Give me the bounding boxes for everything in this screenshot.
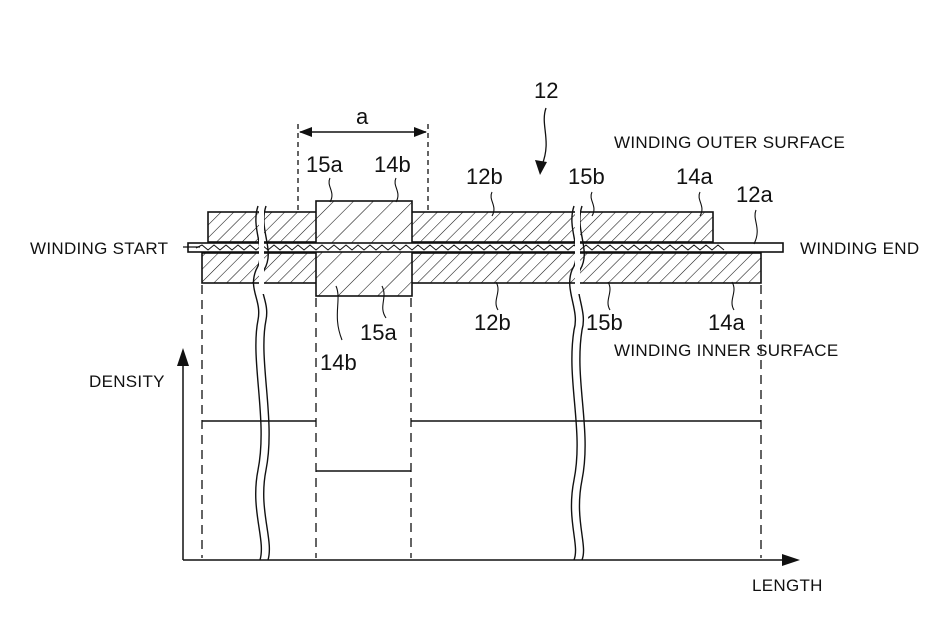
bottom-label-15b: 15b (586, 310, 623, 335)
reference-number: 12 (534, 78, 558, 103)
break-gap-left (259, 208, 264, 294)
inner-layer (202, 253, 761, 283)
inner-surface-label: WINDING INNER SURFACE (614, 341, 838, 360)
bottom-label-14a: 14a (708, 310, 745, 335)
leader-bottom-14a (732, 282, 734, 310)
bottom-label-12b: 12b (474, 310, 511, 335)
reference-arrowhead (535, 160, 547, 175)
x-axis-label: LENGTH (752, 576, 823, 595)
leader-top-12a (754, 210, 757, 244)
outer-layer (208, 212, 713, 242)
top-label-15a: 15a (306, 152, 343, 177)
break-gap-right (575, 208, 580, 294)
y-axis-label: DENSITY (89, 372, 165, 391)
x-axis-arrowhead (782, 554, 800, 566)
winding-end-label: WINDING END (800, 239, 919, 258)
top-label-15b: 15b (568, 164, 605, 189)
leader-top-14b (395, 178, 398, 202)
y-axis-arrowhead (177, 348, 189, 366)
top-label-12a: 12a (736, 182, 773, 207)
dimension-arrow-right (414, 127, 427, 137)
top-label-12b: 12b (466, 164, 503, 189)
dimension-label: a (356, 104, 369, 129)
outer-surface-label: WINDING OUTER SURFACE (614, 133, 845, 152)
bottom-label-14b: 14b (320, 350, 357, 375)
top-label-14a: 14a (676, 164, 713, 189)
reference-arrow (542, 108, 546, 165)
bottom-label-15a: 15a (360, 320, 397, 345)
dimension-arrow-left (299, 127, 312, 137)
leader-bottom-12b (496, 282, 498, 310)
leader-top-15a (329, 178, 332, 202)
winding-start-label: WINDING START (30, 239, 168, 258)
leader-bottom-15b (608, 282, 610, 310)
top-label-14b: 14b (374, 152, 411, 177)
